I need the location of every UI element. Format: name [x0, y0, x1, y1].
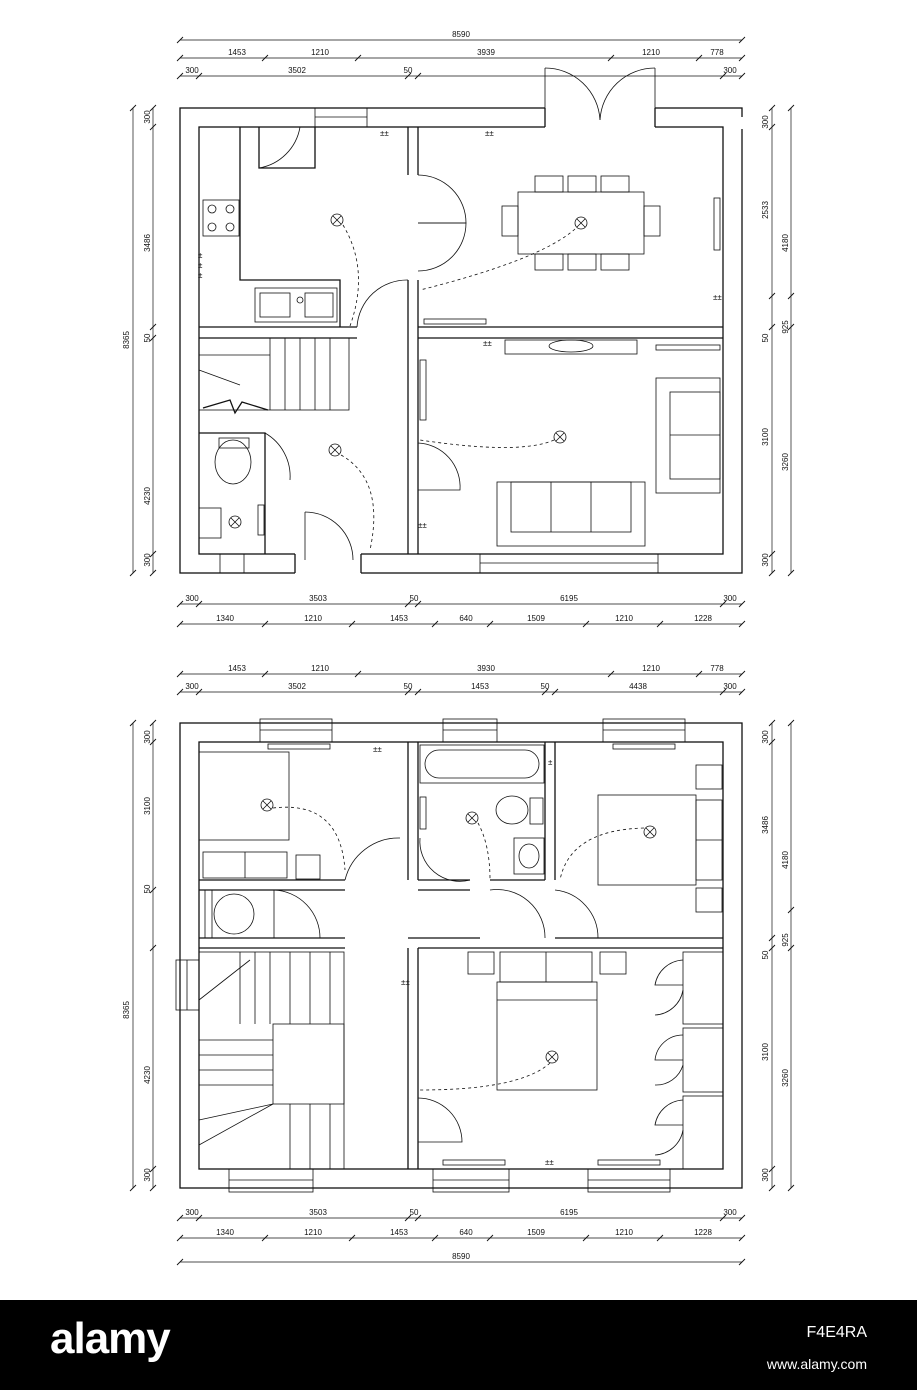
svg-text:±±: ±± — [545, 1158, 554, 1167]
ground-floor-plan: ±±±± ±±± ±± ±± — [179, 67, 746, 576]
svg-text:±±: ±± — [713, 293, 722, 302]
dim-label: 1210 — [304, 1228, 322, 1237]
svg-text:±: ± — [198, 251, 203, 260]
svg-text:±±: ±± — [401, 978, 410, 987]
dim-label: 50 — [404, 682, 413, 691]
site-url: www.alamy.com — [766, 1356, 867, 1372]
dim-label: 300 — [185, 594, 199, 603]
dim-label: 778 — [710, 48, 724, 57]
svg-text:±±: ±± — [483, 339, 492, 348]
dim-label: 3486 — [761, 816, 770, 834]
dim-label: 1453 — [390, 614, 408, 623]
dim-label: 8590 — [452, 1252, 470, 1261]
dim-label: 1210 — [642, 664, 660, 673]
dim-label: 640 — [459, 614, 473, 623]
image-id: F4E4RA — [806, 1324, 867, 1341]
dim-label: 50 — [404, 66, 413, 75]
dim-label: 300 — [185, 66, 199, 75]
dim-label: 8365 — [122, 1001, 131, 1019]
dim-label: 1340 — [216, 614, 234, 623]
dimension-ticks — [129, 36, 795, 1266]
svg-text:±±: ±± — [418, 521, 427, 530]
first-floor-plan: ±± ± — [175, 718, 743, 1193]
dim-label: 50 — [761, 333, 770, 342]
dim-label: 1340 — [216, 1228, 234, 1237]
dim-label: 300 — [143, 553, 152, 567]
watermark-footer: alamy F4E4RA www.alamy.com — [0, 1300, 917, 1390]
dim-label: 1453 — [390, 1228, 408, 1237]
dim-label: 3502 — [288, 66, 306, 75]
dim-label: 50 — [541, 682, 550, 691]
dim-label: 3503 — [309, 1208, 327, 1217]
dim-label: 300 — [761, 115, 770, 129]
dim-label: 925 — [781, 933, 790, 947]
dim-label: 4180 — [781, 234, 790, 252]
dim-label: 8590 — [452, 30, 470, 39]
dim-label: 925 — [781, 320, 790, 334]
dim-label: 300 — [723, 682, 737, 691]
dim-label: 3260 — [781, 1069, 790, 1087]
dim-label: 1228 — [694, 1228, 712, 1237]
dim-label: 1509 — [527, 1228, 545, 1237]
dim-label: 1210 — [615, 614, 633, 623]
dim-label: 1453 — [471, 682, 489, 691]
svg-text:±±: ±± — [485, 129, 494, 138]
dim-label: 6195 — [560, 1208, 578, 1217]
dim-label: 50 — [143, 333, 152, 342]
dim-label: 4180 — [781, 851, 790, 869]
dim-label: 300 — [723, 1208, 737, 1217]
dim-label: 3486 — [143, 234, 152, 252]
dim-label: 1210 — [615, 1228, 633, 1237]
dimension-lines — [132, 39, 792, 1263]
dim-label: 3939 — [477, 48, 495, 57]
dim-label: 1509 — [527, 614, 545, 623]
svg-text:±±: ±± — [373, 745, 382, 754]
dim-label: 300 — [143, 110, 152, 124]
dim-label: 50 — [761, 950, 770, 959]
dim-label: 4438 — [629, 682, 647, 691]
dim-label: 1210 — [642, 48, 660, 57]
dim-label: 3100 — [761, 1043, 770, 1061]
dim-label: 1228 — [694, 614, 712, 623]
dim-label: 300 — [761, 730, 770, 744]
dim-label: 3100 — [143, 797, 152, 815]
dim-label: 300 — [185, 682, 199, 691]
dim-label: 300 — [185, 1208, 199, 1217]
dim-label: 3930 — [477, 664, 495, 673]
dimension-labels: 8590 1453 1210 3939 1210 778 300 3502 50… — [122, 30, 790, 1261]
dim-label: 300 — [143, 730, 152, 744]
dim-label: 1210 — [304, 614, 322, 623]
svg-text:±: ± — [198, 261, 203, 270]
dim-label: 1210 — [311, 664, 329, 673]
dim-label: 640 — [459, 1228, 473, 1237]
dim-label: 300 — [723, 66, 737, 75]
svg-text:±: ± — [548, 758, 553, 767]
dim-label: 300 — [761, 553, 770, 567]
floor-plan-drawing: ±±±± ±±± ±± ±± — [122, 30, 795, 1266]
dim-label: 8365 — [122, 331, 131, 349]
dim-label: 1453 — [228, 48, 246, 57]
dim-label: 778 — [710, 664, 724, 673]
svg-text:±: ± — [198, 271, 203, 280]
dim-label: 50 — [410, 1208, 419, 1217]
dim-label: 300 — [143, 1168, 152, 1182]
dim-label: 3503 — [309, 594, 327, 603]
dim-label: 6195 — [560, 594, 578, 603]
dim-label: 1453 — [228, 664, 246, 673]
dim-label: 3502 — [288, 682, 306, 691]
dim-label: 3260 — [781, 453, 790, 471]
dim-label: 300 — [723, 594, 737, 603]
dim-label: 1210 — [311, 48, 329, 57]
dim-label: 300 — [761, 1168, 770, 1182]
dim-label: 4230 — [143, 1066, 152, 1084]
svg-text:±±: ±± — [380, 129, 389, 138]
brand-logo: alamy — [50, 1314, 171, 1363]
dim-label: 3100 — [761, 428, 770, 446]
dim-label: 4230 — [143, 487, 152, 505]
dim-label: 2533 — [761, 201, 770, 219]
dim-label: 50 — [410, 594, 419, 603]
dim-label: 50 — [143, 884, 152, 893]
